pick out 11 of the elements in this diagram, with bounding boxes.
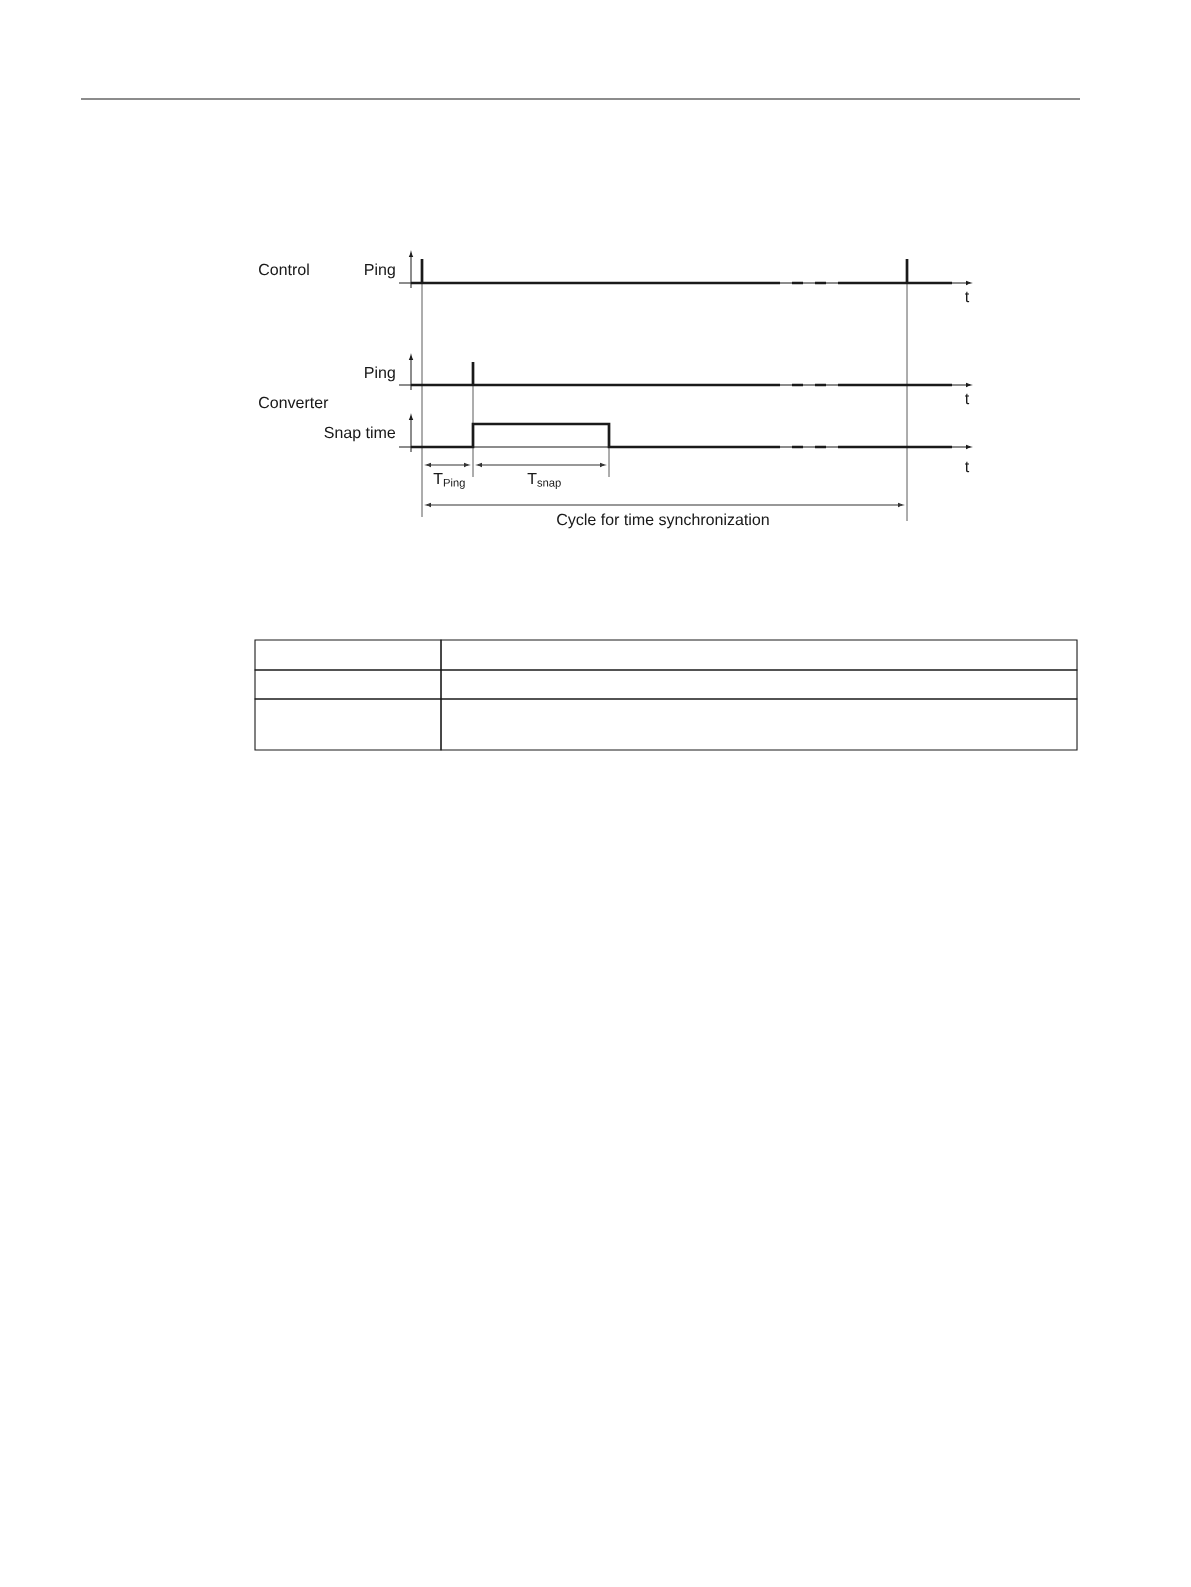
signal-label: Ping [365,366,395,382]
signal-label: Ping [365,263,395,279]
axis-label: t [965,393,970,405]
axis-label: t [965,291,970,303]
dimension-label: T$_{Ping}$ [433,473,465,489]
row-label: Control [259,263,309,276]
dimension-label: T$_{snap}$ [527,473,561,489]
signal-label: Snap time [324,426,396,442]
row-label: Converter [259,396,329,409]
dimension-label: Cycle for time synchronization [557,513,769,529]
axis-label: t [965,461,970,473]
